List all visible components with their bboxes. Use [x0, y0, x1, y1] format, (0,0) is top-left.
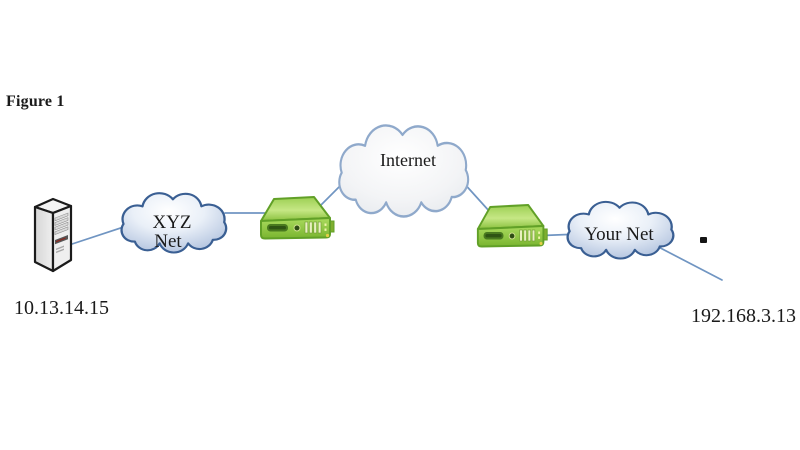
- cloud-yournet-icon: Your Net: [566, 200, 675, 260]
- xyz-net-label-line2: Net: [154, 231, 182, 252]
- server-tower-icon: [33, 197, 73, 273]
- server-ip-label: 10.13.14.15: [14, 297, 109, 319]
- internet-label: Internet: [380, 150, 436, 170]
- cloud-xyz-icon: XYZ Net: [120, 192, 228, 254]
- cloud-internet-icon: Internet: [338, 124, 470, 218]
- black-dot-mark: [700, 237, 707, 243]
- your-net-label: Your Net: [584, 224, 654, 245]
- client-ip-label: 192.168.3.13: [691, 305, 796, 327]
- router-icon-right: [476, 204, 549, 248]
- figure-title: Figure 1: [6, 93, 65, 110]
- xyz-net-label-line1: XYZ: [152, 212, 191, 233]
